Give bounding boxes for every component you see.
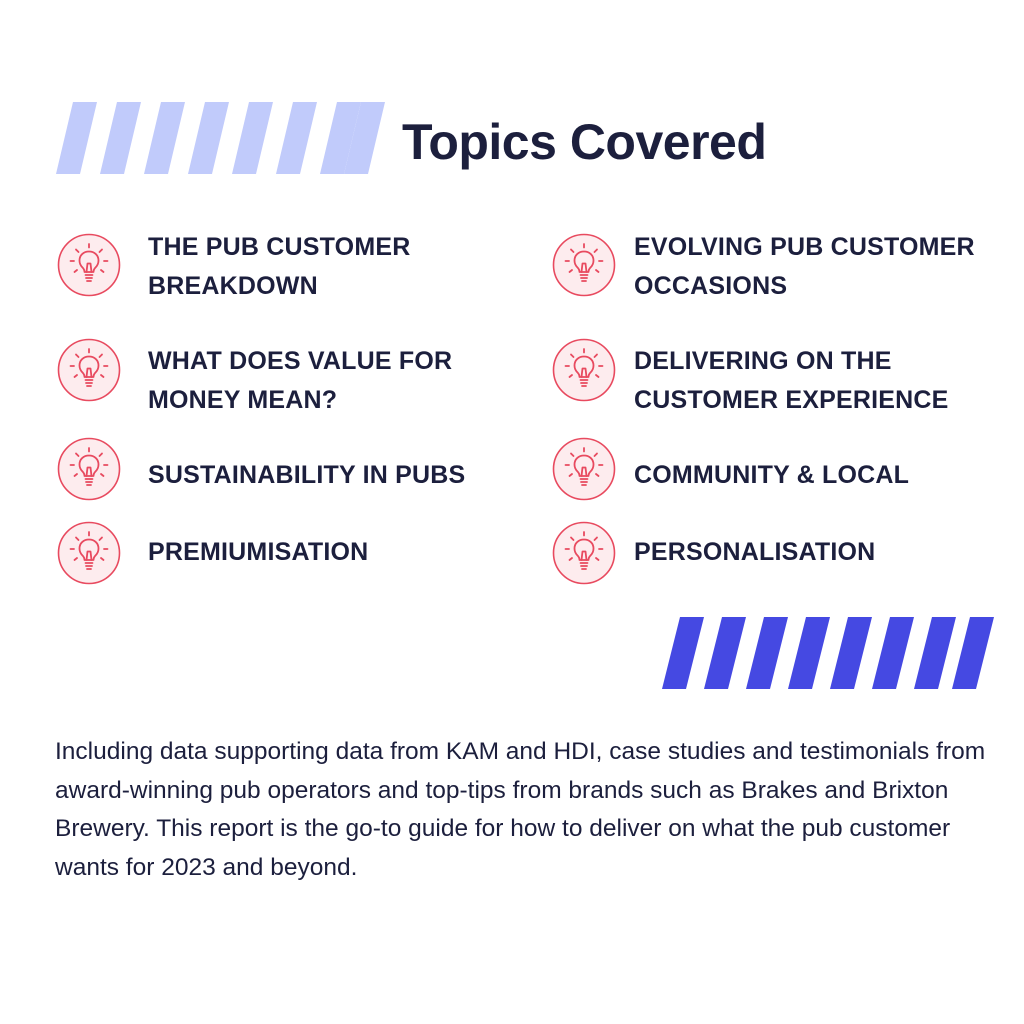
topic-label: DELIVERING ON THE CUSTOMER EXPERIENCE <box>634 347 949 414</box>
lightbulb-icon <box>552 521 616 585</box>
page-title: Topics Covered <box>402 114 767 170</box>
topic-label: THE PUB CUSTOMER BREAKDOWN <box>148 233 411 300</box>
topic-label: EVOLVING PUB CUSTOMER OCCASIONS <box>634 233 975 300</box>
lightbulb-icon <box>552 338 616 402</box>
topic-label: COMMUNITY & LOCAL <box>634 461 910 489</box>
topic-label: PERSONALISATION <box>634 538 876 566</box>
lightbulb-icon <box>57 437 121 501</box>
topic-label: PREMIUMISATION <box>148 538 369 566</box>
lightbulb-icon <box>57 338 121 402</box>
lightbulb-icon <box>552 437 616 501</box>
decorative-stripes-bottom <box>662 617 994 689</box>
lightbulb-icon <box>57 521 121 585</box>
topic-label: SUSTAINABILITY IN PUBS <box>148 461 466 489</box>
topic-label: WHAT DOES VALUE FOR MONEY MEAN? <box>148 347 453 414</box>
report-description: Including data supporting data from KAM … <box>55 738 986 881</box>
lightbulb-icon <box>552 233 616 297</box>
lightbulb-icon <box>57 233 121 297</box>
decorative-stripes-top <box>56 102 385 174</box>
